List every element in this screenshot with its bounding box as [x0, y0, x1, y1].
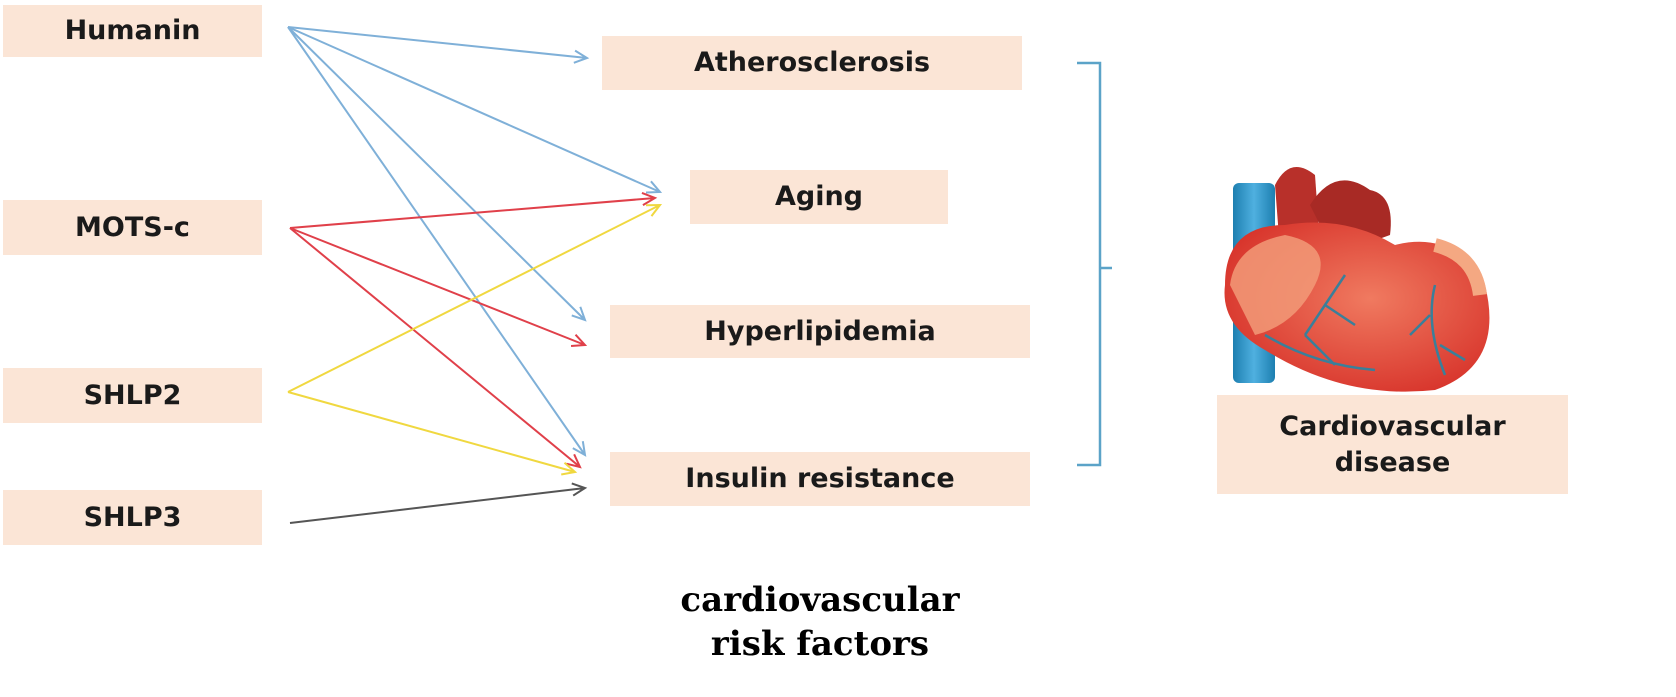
caption: cardiovascular risk factors: [560, 578, 1080, 666]
arrow-humanin-to-aging: [287, 26, 663, 194]
risk-aging: Aging: [690, 170, 948, 224]
risk-insulin-resistance: Insulin resistance: [610, 452, 1030, 506]
caption-line1: cardiovascular: [680, 580, 960, 620]
risk-atherosclerosis: Atherosclerosis: [602, 36, 1022, 90]
outcome-line1: Cardiovascular: [1279, 411, 1506, 443]
source-mots-c: MOTS-c: [3, 200, 262, 255]
risk-label: Hyperlipidemia: [704, 315, 936, 347]
heart-illustration: [1224, 167, 1490, 392]
source-label: MOTS-c: [75, 211, 190, 243]
source-humanin: Humanin: [3, 5, 262, 57]
arrow-humanin-to-insulin: [287, 26, 587, 457]
arrow-humanin-to-athero: [287, 26, 590, 64]
arrow-shlp2-to-aging: [287, 203, 663, 393]
source-shlp3: SHLP3: [3, 490, 262, 545]
risk-label: Atherosclerosis: [693, 47, 931, 79]
bracket: [1077, 61, 1112, 467]
arrow-shlp2-to-insulin: [287, 391, 578, 476]
source-shlp2: SHLP2: [3, 368, 262, 423]
arrow-shlp3-to-insulin: [289, 482, 588, 524]
risk-hyperlipidemia: Hyperlipidemia: [610, 305, 1030, 358]
arrow-motsc-to-hyper: [289, 227, 588, 348]
risk-label: Aging: [774, 181, 864, 213]
caption-line2: risk factors: [710, 624, 930, 664]
source-label: SHLP3: [83, 501, 182, 533]
risk-label: Insulin resistance: [685, 463, 955, 495]
source-label: SHLP2: [83, 379, 182, 411]
outcome-cardiovascular-disease: Cardiovascular disease: [1217, 395, 1568, 494]
source-label: Humanin: [64, 15, 201, 47]
outcome-line2: disease: [1334, 446, 1451, 478]
arrow-humanin-to-hyper: [287, 26, 587, 322]
arrow-motsc-to-insulin: [289, 227, 582, 469]
arrow-motsc-to-aging: [289, 192, 658, 229]
